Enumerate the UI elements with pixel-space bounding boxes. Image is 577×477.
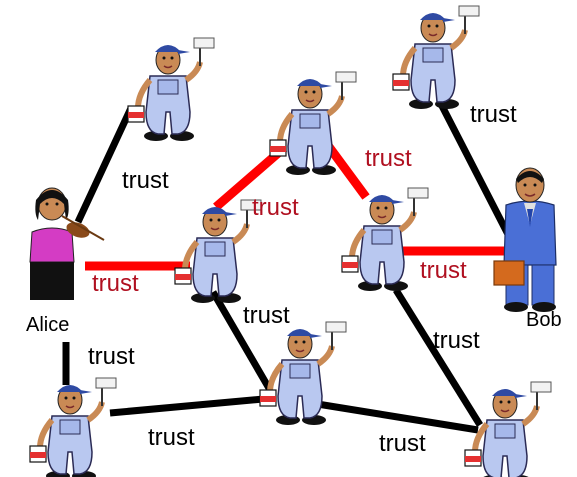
- briefcase-icon: [493, 260, 525, 286]
- edge-label: trust: [470, 101, 517, 128]
- edge-bottom-center-bottom-right: [304, 398, 479, 434]
- businessman-icon: [493, 167, 557, 312]
- edge-label: trust: [252, 194, 299, 221]
- edge-label: trust: [365, 145, 412, 172]
- bob-name-label: Bob: [526, 309, 562, 331]
- edge-label: trust: [379, 430, 426, 457]
- trust-labels: trust trust trust trust trust trust trus…: [88, 101, 517, 457]
- trust-edges: [62, 102, 519, 434]
- violinist-icon: [29, 187, 105, 300]
- painter-icon: [393, 6, 479, 109]
- edge-label: trust: [433, 327, 480, 354]
- edge-painter-mid-bottom-center: [209, 290, 274, 392]
- painters: [30, 6, 551, 477]
- edge-label: trust: [420, 257, 467, 284]
- edge-alice-painter-top: [74, 106, 135, 224]
- painter-icon: [175, 200, 261, 303]
- edge-label: trust: [88, 343, 135, 370]
- edge-label: trust: [243, 302, 290, 329]
- painter-icon: [30, 378, 116, 477]
- path-painter-mid-center-top: [213, 144, 287, 211]
- edge-label: trust: [148, 424, 195, 451]
- edge-label: trust: [92, 270, 139, 297]
- edge-label: trust: [122, 167, 169, 194]
- edge-bottom-left-bottom-center: [109, 394, 275, 417]
- edge-painter-top-right-bob: [437, 102, 519, 250]
- alice-name-label: Alice: [26, 314, 69, 336]
- edge-painter-mid-right-bottom-right: [393, 288, 483, 427]
- painter-icon: [342, 188, 428, 291]
- painter-icon: [128, 38, 214, 141]
